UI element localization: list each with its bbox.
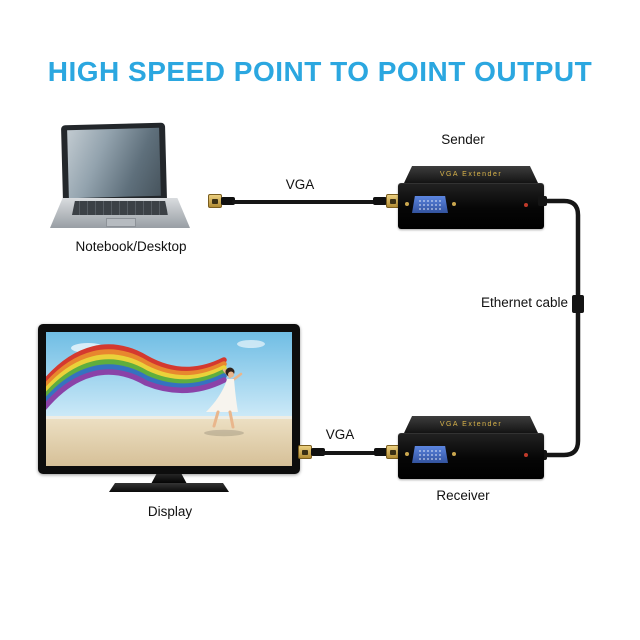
tv-screen-image xyxy=(46,332,292,466)
ethernet-plug-icon xyxy=(538,196,547,206)
beach-sand xyxy=(46,419,292,466)
receiver-front-panel xyxy=(398,433,544,479)
sender-label: Sender xyxy=(441,132,485,147)
cable-boot xyxy=(221,197,235,205)
cable-coupler-icon xyxy=(572,295,584,313)
tv-stand-neck xyxy=(151,474,187,484)
sender-front-panel xyxy=(398,183,544,229)
vga-label-top: VGA xyxy=(285,177,315,192)
receiver-device: VGA Extender xyxy=(398,416,544,480)
laptop-illustration xyxy=(50,122,190,230)
sender-top-panel: VGA Extender xyxy=(404,166,538,183)
laptop-screen xyxy=(60,122,168,204)
cloud-icon xyxy=(237,340,265,348)
rainbow-scarf xyxy=(46,344,227,411)
cable-boot xyxy=(311,448,325,456)
vga-connector-icon xyxy=(298,445,312,459)
screw-icon xyxy=(452,452,456,456)
vga-port xyxy=(412,196,448,213)
cable-line xyxy=(320,451,380,455)
laptop-base xyxy=(50,198,190,228)
sender-device: VGA Extender xyxy=(398,166,544,230)
cable-boot xyxy=(373,197,387,205)
woman-figure xyxy=(204,367,244,437)
screw-icon xyxy=(405,202,409,206)
vga-cable-bottom xyxy=(298,444,400,462)
device-model-text: VGA Extender xyxy=(439,171,503,178)
laptop-touchpad xyxy=(106,218,136,227)
power-led-icon xyxy=(524,453,528,457)
device-model-text: VGA Extender xyxy=(439,421,503,428)
power-led-icon xyxy=(524,203,528,207)
notebook-label: Notebook/Desktop xyxy=(75,239,187,254)
vga-cable-top xyxy=(208,193,400,211)
receiver-top-panel: VGA Extender xyxy=(404,416,538,433)
cable-line xyxy=(232,200,376,204)
page-title: HIGH SPEED POINT TO POINT OUTPUT xyxy=(47,56,593,87)
display-label: Display xyxy=(147,504,193,519)
tv-illustration xyxy=(38,324,300,496)
vga-label-bottom: VGA xyxy=(325,427,355,442)
screw-icon xyxy=(405,452,409,456)
ethernet-label: Ethernet cable xyxy=(480,295,568,310)
tv-frame xyxy=(38,324,300,474)
ethernet-cable-line xyxy=(538,198,581,458)
cable-boot xyxy=(374,448,388,456)
laptop-screen-panel xyxy=(67,127,161,199)
ethernet-cable xyxy=(538,196,584,460)
vga-connector-icon xyxy=(208,194,222,208)
vga-port xyxy=(412,446,448,463)
receiver-label: Receiver xyxy=(436,488,490,503)
screw-icon xyxy=(452,202,456,206)
tv-stand-base xyxy=(109,483,229,492)
laptop-keyboard xyxy=(72,201,168,215)
surf-line xyxy=(46,416,292,420)
